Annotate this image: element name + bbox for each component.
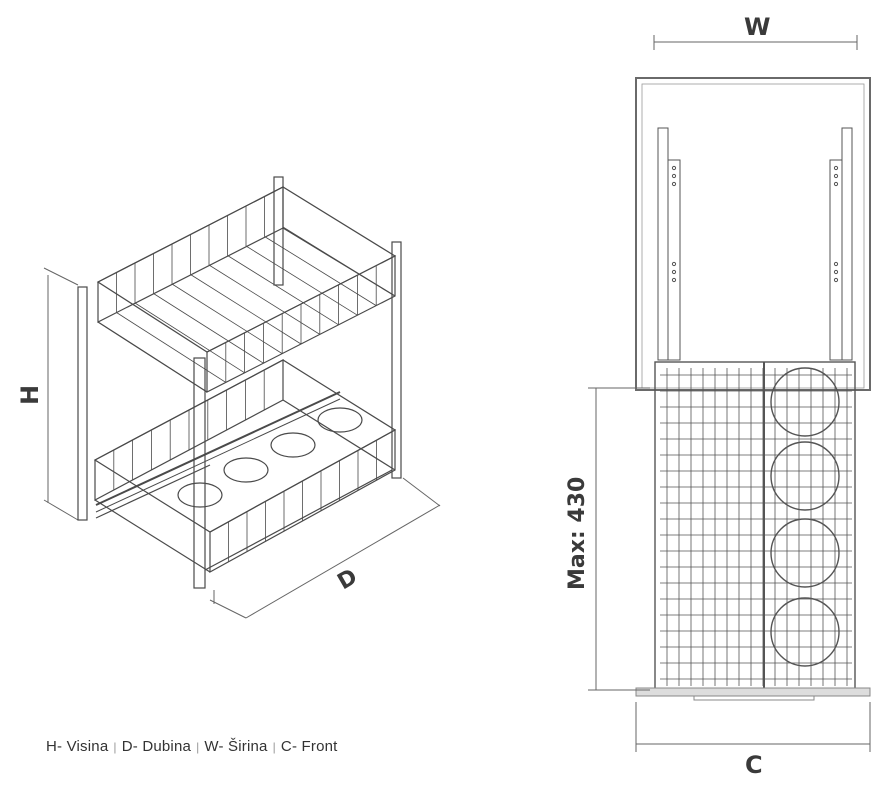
width-dimension xyxy=(653,35,858,50)
wire xyxy=(153,293,264,364)
front-dimension xyxy=(635,702,871,752)
legend-h: H- Visina xyxy=(46,738,109,755)
wire xyxy=(97,321,208,393)
base-plate xyxy=(635,687,871,697)
wire xyxy=(134,302,245,374)
legend-c: C- Front xyxy=(280,738,338,755)
depth-dimension xyxy=(209,477,441,619)
label-c: C xyxy=(745,751,763,779)
legend: H- Visina|D- Dubina|W- Širina|C- Front xyxy=(46,738,338,755)
cabinet-outline xyxy=(635,77,871,391)
right-slide-rail xyxy=(829,127,853,361)
upper-basket xyxy=(96,186,397,393)
left-slide-rail xyxy=(657,127,681,361)
front-elevation-view xyxy=(588,35,871,752)
wire xyxy=(190,274,302,345)
front-left-post xyxy=(193,357,206,589)
wire xyxy=(264,236,377,306)
wire xyxy=(245,245,358,316)
legend-w: W- Širina xyxy=(204,738,268,755)
wire xyxy=(116,312,227,383)
back-right-post xyxy=(273,176,284,286)
back-left-post xyxy=(77,286,88,521)
isometric-basket-view xyxy=(43,176,441,619)
label-d: D xyxy=(334,564,362,595)
basket-wire-grid xyxy=(660,368,852,686)
label-max: Max: 430 xyxy=(565,477,590,590)
label-w: W xyxy=(744,13,770,41)
front-right-post xyxy=(391,241,402,479)
wire xyxy=(208,264,321,335)
lower-basket xyxy=(93,359,397,574)
label-h: H xyxy=(16,385,44,405)
wire xyxy=(282,226,396,297)
legend-d: D- Dubina xyxy=(121,738,192,755)
bottle-rings xyxy=(770,367,840,667)
max-height-dimension xyxy=(588,387,650,691)
upper-basket-wires xyxy=(97,187,396,393)
wire xyxy=(227,255,339,326)
height-dimension xyxy=(43,267,79,521)
wire xyxy=(171,283,283,354)
lower-basket-wires xyxy=(94,360,396,572)
